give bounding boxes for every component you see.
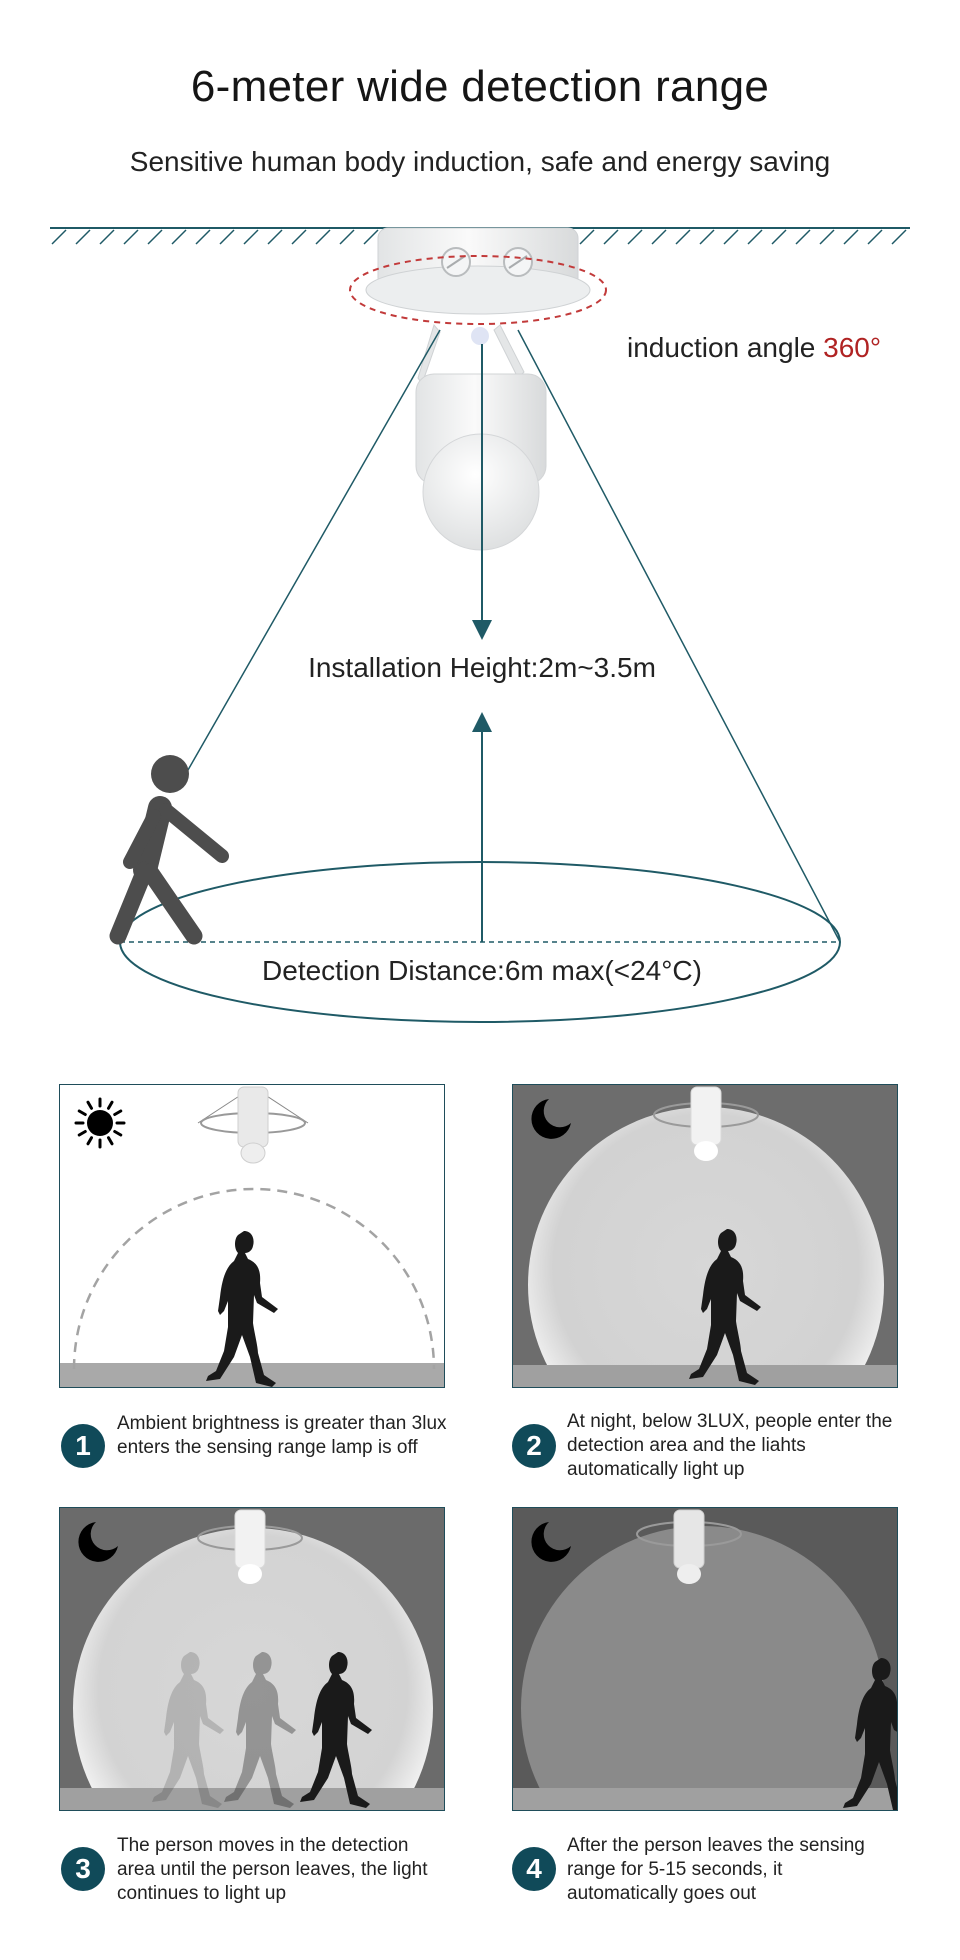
cone-left-line [187, 329, 441, 771]
moon-icon [531, 1522, 571, 1562]
detection-diagram [50, 227, 910, 1023]
lamp-icon [653, 1086, 759, 1161]
step-1-panel [59, 1084, 445, 1388]
detection-area [119, 861, 841, 1023]
page-title: 6-meter wide detection range [190, 62, 770, 111]
detection-distance-label: Detection Distance:6m max(<24°C) [262, 955, 702, 986]
walking-silhouette [206, 1231, 278, 1387]
walking-person-icon [109, 755, 229, 945]
cone-right-line [517, 329, 841, 943]
sensor-lamp-icon [349, 227, 607, 551]
lamp-icon [636, 1509, 742, 1584]
step-1-badge: 1 [61, 1424, 105, 1468]
walking-silhouette-faded [152, 1652, 224, 1808]
moon-icon [78, 1522, 118, 1562]
page-subtitle: Sensitive human body induction, safe and… [129, 146, 831, 177]
lamp-icon [197, 1509, 303, 1584]
step-2-text: At night, below 3LUX, people enter the d… [567, 1411, 893, 1480]
angle-value: 360° [823, 332, 882, 363]
step-4-badge: 4 [512, 1847, 556, 1891]
step-3-panel [59, 1507, 445, 1811]
walking-silhouette-faded [224, 1652, 296, 1808]
height-arrow-up [472, 712, 492, 942]
step-2-panel [512, 1084, 898, 1388]
lamp-icon [197, 1086, 309, 1164]
walking-silhouette [300, 1652, 372, 1808]
height-arrow-down [472, 344, 492, 640]
step-1-text: Ambient brightness is greater than 3lux … [117, 1413, 447, 1458]
walking-silhouette [689, 1229, 761, 1385]
angle-prefix: induction angle [627, 332, 824, 363]
step-3-text: The person moves in the detection area u… [117, 1835, 428, 1904]
step-4-text: After the person leaves the sensing rang… [567, 1835, 865, 1904]
step-4-panel [512, 1507, 898, 1811]
installation-height-label: Installation Height:2m~3.5m [308, 652, 656, 683]
walking-silhouette [843, 1658, 897, 1810]
step-3-badge: 3 [61, 1847, 105, 1891]
moon-icon [531, 1099, 571, 1139]
step-2-badge: 2 [512, 1424, 556, 1468]
sun-icon [74, 1097, 126, 1149]
induction-angle-label: induction angle 360° [627, 332, 881, 364]
